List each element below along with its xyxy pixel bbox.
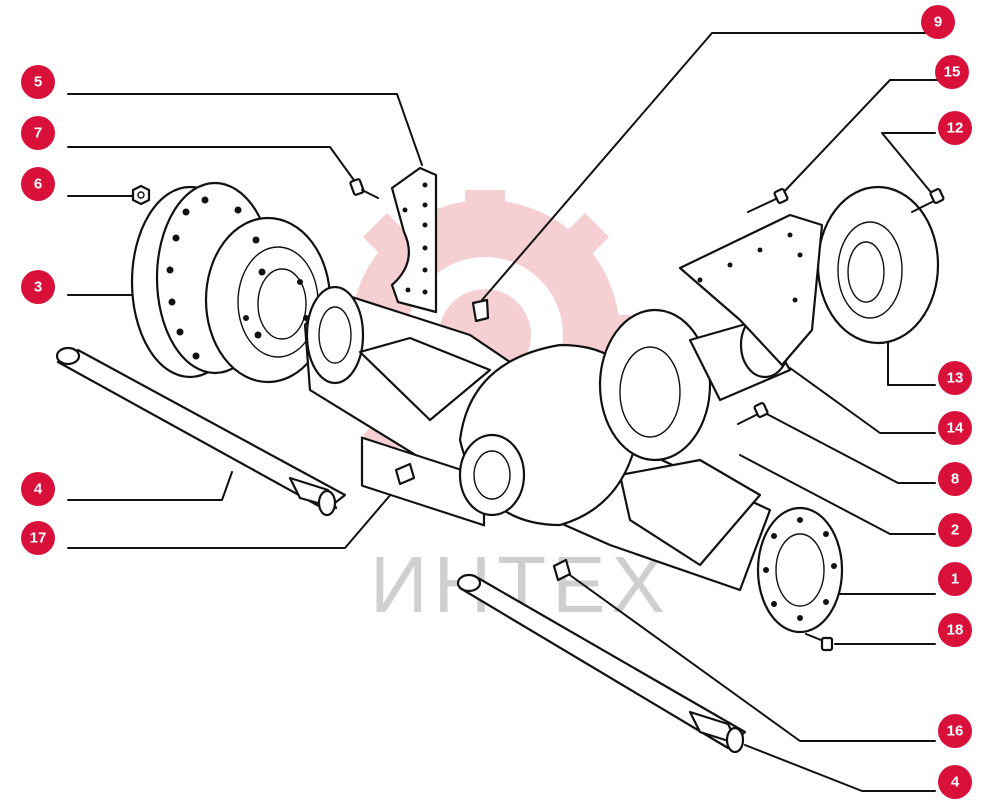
svg-text:4: 4 <box>34 481 43 498</box>
svg-text:4: 4 <box>951 774 960 791</box>
callout-14: 14 <box>938 411 972 445</box>
svg-text:14: 14 <box>947 420 964 437</box>
axle-parts <box>55 166 945 754</box>
bolt-8 <box>737 402 769 425</box>
bolt-18 <box>805 633 834 652</box>
callout-16: 16 <box>938 714 972 748</box>
leader-5 <box>67 93 423 166</box>
leader-8 <box>764 412 936 484</box>
callout-9: 9 <box>921 5 955 39</box>
axle-shaft-right <box>456 573 747 754</box>
mounting-bolt <box>349 178 379 199</box>
leader-4a <box>67 471 233 501</box>
leader-lines <box>67 32 939 792</box>
leader-9 <box>481 32 939 301</box>
bolt-15 <box>747 188 789 213</box>
svg-text:16: 16 <box>947 723 964 740</box>
callout-12: 12 <box>938 111 972 145</box>
leader-7 <box>67 146 357 184</box>
svg-text:7: 7 <box>34 125 42 142</box>
callout-4-upper: 4 <box>21 472 55 506</box>
callout-15: 15 <box>935 55 969 89</box>
svg-text:6: 6 <box>34 176 42 193</box>
svg-text:13: 13 <box>947 370 964 387</box>
leader-13 <box>887 339 936 386</box>
mounting-bracket <box>390 166 438 314</box>
callout-18: 18 <box>938 613 972 647</box>
callout-badges: 9 5 15 12 7 6 3 13 14 8 4 2 17 1 18 16 4 <box>21 5 972 799</box>
filler-plug <box>552 558 572 582</box>
leader-17 <box>67 485 399 549</box>
brake-disc <box>816 185 940 345</box>
svg-text:1: 1 <box>951 571 959 588</box>
callout-2: 2 <box>938 513 972 547</box>
callout-5: 5 <box>21 65 55 99</box>
wheel-nut <box>131 184 151 206</box>
leader-2 <box>739 454 936 535</box>
svg-text:2: 2 <box>951 522 959 539</box>
callout-6: 6 <box>21 167 55 201</box>
axle-housing <box>303 285 844 634</box>
bolt-12 <box>911 188 945 213</box>
axle-shaft-left <box>55 346 347 517</box>
mounting-plate <box>678 213 824 367</box>
callout-1: 1 <box>938 562 972 596</box>
leader-15 <box>779 79 939 197</box>
leader-4b <box>744 744 936 792</box>
callout-7: 7 <box>21 116 55 150</box>
callout-13: 13 <box>938 361 972 395</box>
svg-text:5: 5 <box>34 74 42 91</box>
svg-text:17: 17 <box>30 530 47 547</box>
svg-text:12: 12 <box>947 120 964 137</box>
svg-text:9: 9 <box>934 14 942 31</box>
axle-flange <box>756 506 844 634</box>
drain-plug <box>394 462 416 486</box>
svg-text:8: 8 <box>951 471 959 488</box>
leader-14 <box>789 367 936 434</box>
leader-16 <box>566 572 936 742</box>
callout-4-lower: 4 <box>938 765 972 799</box>
leader-12 <box>881 132 936 197</box>
wheel-hub <box>130 181 332 384</box>
callout-8: 8 <box>938 462 972 496</box>
svg-text:18: 18 <box>947 622 964 639</box>
svg-text:15: 15 <box>944 64 961 81</box>
callout-3: 3 <box>21 270 55 304</box>
breather-cap <box>471 298 490 323</box>
svg-text:3: 3 <box>34 279 42 296</box>
callout-17: 17 <box>21 521 55 555</box>
